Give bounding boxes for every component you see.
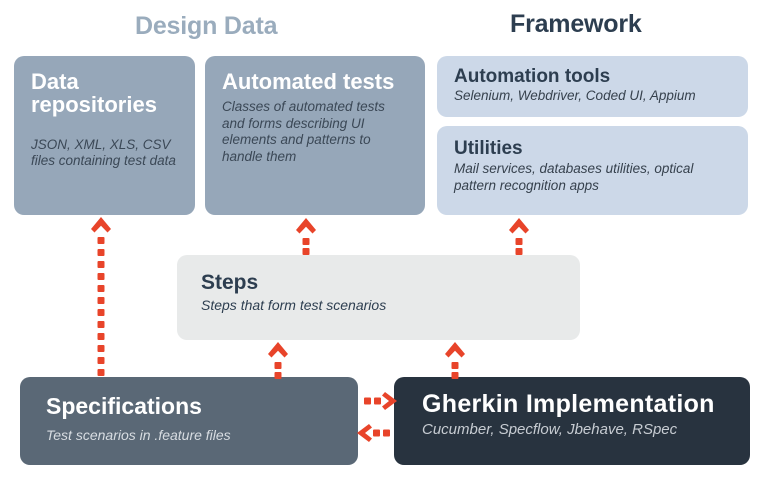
- box-utilities-desc: Mail services, databases utilities, opti…: [454, 161, 694, 193]
- box-data-repositories[interactable]: Data repositories JSON, XML, XLS, CSV fi…: [14, 56, 195, 215]
- section-title-framework: Framework: [510, 10, 642, 38]
- box-specifications[interactable]: Specifications Test scenarios in .featur…: [20, 377, 358, 465]
- box-automation-tools[interactable]: Automation tools Selenium, Webdriver, Co…: [437, 56, 748, 117]
- connector-gherkin-to-steps-arrow-icon: [444, 341, 466, 379]
- box-gherkin-desc: Cucumber, Specflow, Jbehave, RSpec: [422, 420, 678, 438]
- box-automation-tools-title: Automation tools: [454, 66, 611, 87]
- section-title-design-data: Design Data: [135, 12, 278, 40]
- box-steps-title: Steps: [201, 271, 259, 294]
- connector-gherkin-to-utilities-arrow-icon: [508, 217, 530, 255]
- box-specifications-title: Specifications: [46, 393, 202, 419]
- box-automated-tests[interactable]: Automated tests Classes of automated tes…: [205, 56, 425, 215]
- connector-specifications-to-steps-arrow-icon: [267, 341, 289, 379]
- connector-steps-to-automated-tests-arrow-icon: [295, 217, 317, 255]
- connector-specifications-to-data-repositories-arrow-icon: [90, 216, 112, 378]
- connector-specifications-to-gherkin-arrow-icon: [364, 391, 398, 411]
- box-data-repositories-desc: JSON, XML, XLS, CSV files containing tes…: [31, 136, 176, 169]
- box-utilities-title: Utilities: [454, 138, 523, 159]
- box-automated-tests-title: Automated tests: [222, 69, 395, 94]
- connector-gherkin-to-specifications-arrow-icon: [356, 423, 390, 443]
- box-steps[interactable]: Steps Steps that form test scenarios: [177, 255, 580, 340]
- box-automation-tools-desc: Selenium, Webdriver, Coded UI, Appium: [454, 88, 696, 104]
- box-gherkin-title: Gherkin Implementation: [422, 390, 715, 418]
- box-utilities[interactable]: Utilities Mail services, databases utili…: [437, 126, 748, 215]
- box-specifications-desc: Test scenarios in .feature files: [46, 427, 231, 444]
- box-steps-desc: Steps that form test scenarios: [201, 297, 387, 314]
- box-automated-tests-desc: Classes of automated tests and forms des…: [222, 99, 385, 164]
- box-data-repositories-title: Data repositories: [31, 69, 157, 118]
- box-gherkin-implementation[interactable]: Gherkin Implementation Cucumber, Specflo…: [394, 377, 750, 465]
